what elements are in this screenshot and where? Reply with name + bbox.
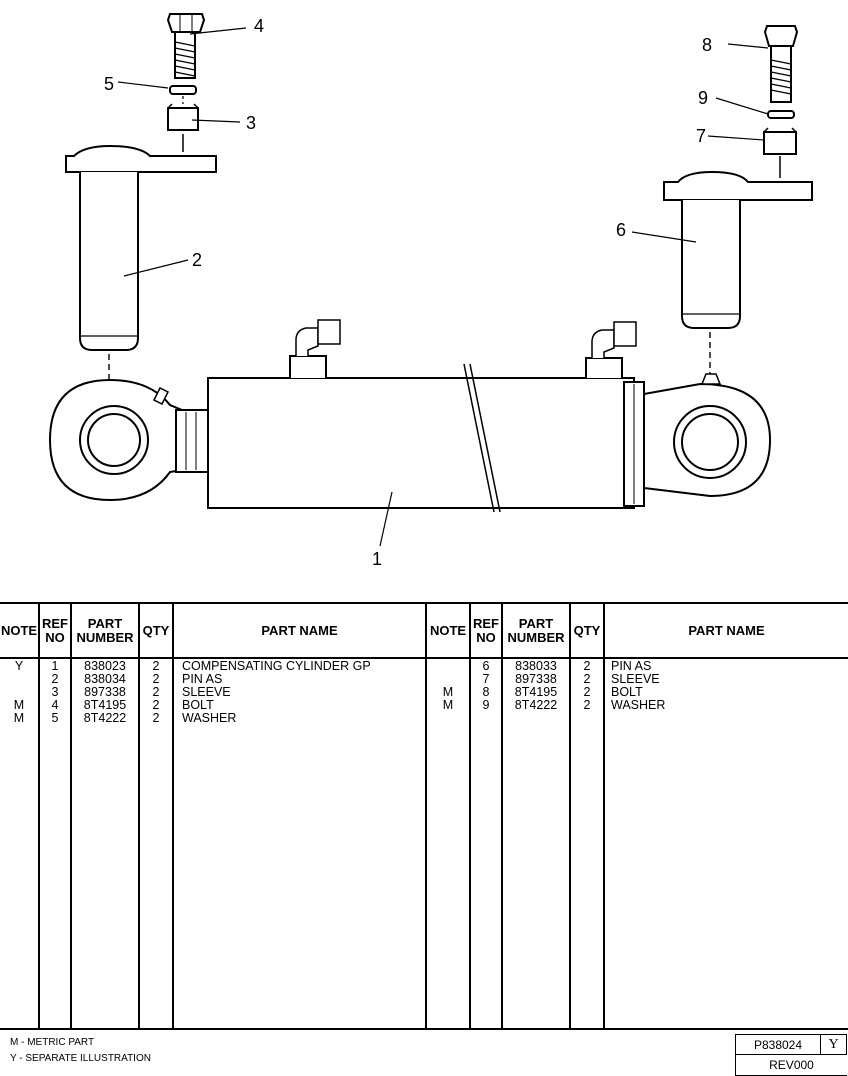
washer-part-9 xyxy=(767,110,795,119)
cell-ref: 2 xyxy=(51,673,59,686)
cell-name: WASHER xyxy=(611,699,666,712)
cell-name: SLEEVE xyxy=(182,686,231,699)
washer-part-5 xyxy=(169,85,197,95)
cell-name: PIN AS xyxy=(611,660,652,673)
header-ref-no: REF NO xyxy=(471,604,501,659)
cell-ref: 1 xyxy=(51,660,59,673)
header-qty: QTY xyxy=(140,604,172,659)
cell-ref: 6 xyxy=(482,660,490,673)
header-part-number: PART NUMBER xyxy=(72,604,138,659)
cell-ref: 8 xyxy=(482,686,490,699)
note-separate-illustration: Y - SEPARATE ILLUSTRATION xyxy=(10,1053,151,1064)
cell-part: 8T4195 xyxy=(83,699,127,712)
cell-part: 897338 xyxy=(515,673,557,686)
cell-ref: 3 xyxy=(51,686,59,699)
cell-qty: 2 xyxy=(583,673,591,686)
header-qty: QTY xyxy=(571,604,603,659)
header-note: NOTE xyxy=(0,604,38,659)
cylinder-group-part-1 xyxy=(48,319,772,513)
pin-part-2 xyxy=(65,144,217,351)
callout-4: 4 xyxy=(254,16,264,36)
bolt-part-8 xyxy=(763,25,799,103)
title-block: P838024 Y REV000 xyxy=(735,1034,848,1076)
callout-2: 2 xyxy=(192,250,202,270)
sleeve-part-3 xyxy=(167,103,199,131)
cell-part: 8T4195 xyxy=(514,686,558,699)
cell-note: M xyxy=(13,712,25,725)
cell-ref: 9 xyxy=(482,699,490,712)
drawing-flag: Y xyxy=(821,1034,847,1055)
callout-6: 6 xyxy=(616,220,626,240)
cell-qty: 2 xyxy=(152,673,160,686)
callout-3: 3 xyxy=(246,113,256,133)
cell-note xyxy=(427,673,469,686)
cell-name: WASHER xyxy=(182,712,237,725)
cell-note xyxy=(0,673,38,686)
sleeve-part-7 xyxy=(763,127,797,155)
cell-note: Y xyxy=(14,660,24,673)
cell-ref: 4 xyxy=(51,699,59,712)
cell-part: 838034 xyxy=(84,673,126,686)
exploded-view-illustration: 4 5 3 2 8 9 7 6 1 xyxy=(48,13,813,569)
cell-part: 838023 xyxy=(84,660,126,673)
cell-note: M xyxy=(442,699,454,712)
callout-5: 5 xyxy=(104,74,114,94)
revision: REV000 xyxy=(735,1055,847,1076)
cell-name: BOLT xyxy=(611,686,643,699)
header-part-number: PART NUMBER xyxy=(503,604,569,659)
cell-part: 8T4222 xyxy=(514,699,558,712)
cell-qty: 2 xyxy=(152,660,160,673)
header-part-name: PART NAME xyxy=(174,604,425,659)
cell-qty: 2 xyxy=(152,712,160,725)
cell-part: 838033 xyxy=(515,660,557,673)
cell-name: BOLT xyxy=(182,699,214,712)
cell-qty: 2 xyxy=(152,686,160,699)
cell-qty: 2 xyxy=(583,699,591,712)
cell-ref: 5 xyxy=(51,712,59,725)
cell-part: 897338 xyxy=(84,686,126,699)
pin-part-6 xyxy=(663,170,813,329)
callout-1: 1 xyxy=(372,549,382,569)
header-ref-no: REF NO xyxy=(40,604,70,659)
cell-qty: 2 xyxy=(152,699,160,712)
callout-8: 8 xyxy=(702,35,712,55)
header-note: NOTE xyxy=(427,604,469,659)
legend-notes: M - METRIC PART Y - SEPARATE ILLUSTRATIO… xyxy=(10,1035,151,1067)
cell-qty: 2 xyxy=(583,686,591,699)
cell-name: SLEEVE xyxy=(611,673,660,686)
cell-note: M xyxy=(442,686,454,699)
drawing-number: P838024 xyxy=(735,1034,821,1055)
cell-qty: 2 xyxy=(583,660,591,673)
cell-note xyxy=(0,686,38,699)
cell-note xyxy=(427,660,469,673)
header-part-name: PART NAME xyxy=(605,604,848,659)
callout-9: 9 xyxy=(698,88,708,108)
cell-part: 8T4222 xyxy=(83,712,127,725)
bolt-part-4 xyxy=(166,13,206,79)
cell-ref: 7 xyxy=(482,673,490,686)
callout-7: 7 xyxy=(696,126,706,146)
cell-note: M xyxy=(13,699,25,712)
cell-name: PIN AS xyxy=(182,673,223,686)
cell-name: COMPENSATING CYLINDER GP xyxy=(182,660,371,673)
note-metric-part: M - METRIC PART xyxy=(10,1037,95,1048)
